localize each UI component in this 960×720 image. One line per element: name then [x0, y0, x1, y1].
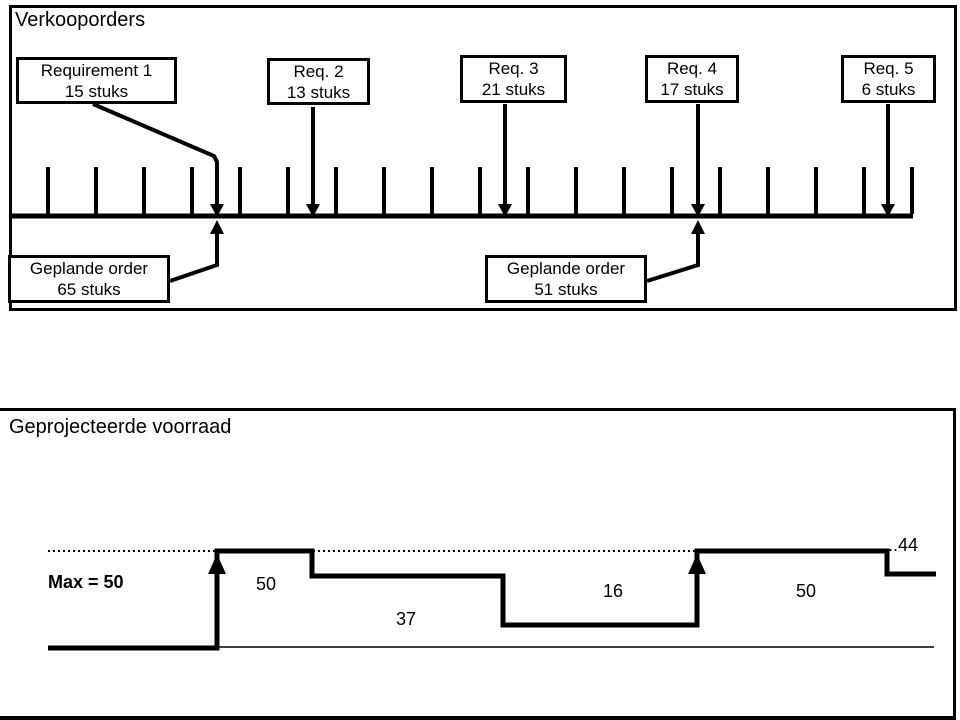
projected-inventory-panel	[0, 408, 956, 720]
planned-order-2-box: Geplande order 51 stuks	[485, 255, 647, 303]
max-level-label: Max = 50	[48, 572, 124, 592]
planned-order-2-name: Geplande order	[506, 259, 626, 278]
level-label-16: 16	[602, 581, 624, 601]
requirement-3-box: Req. 3 21 stuks	[460, 55, 567, 103]
sales-orders-title: Verkooporders	[15, 9, 146, 31]
requirement-2-box: Req. 2 13 stuks	[267, 58, 370, 105]
requirement-3-qty: 21 stuks	[481, 80, 546, 99]
inventory-step-chart	[48, 548, 936, 651]
level-label-50a: 50	[255, 574, 277, 594]
requirement-4-name: Req. 4	[666, 59, 718, 78]
projected-inventory-title: Geprojecteerde voorraad	[9, 416, 232, 438]
requirement-1-box: Requirement 1 15 stuks	[16, 57, 177, 104]
planned-order-1-box: Geplande order 65 stuks	[8, 255, 170, 303]
requirement-1-name: Requirement 1	[40, 60, 153, 80]
planned-order-1-arrow	[169, 232, 219, 283]
requirement-5-qty: 6 stuks	[861, 80, 916, 99]
level-label-50b: 50	[795, 581, 817, 601]
requirement-2-qty: 13 stuks	[286, 82, 351, 102]
planned-order-arrows	[169, 220, 705, 283]
requirement-2-name: Req. 2	[293, 61, 344, 81]
requirement-1-arrow	[92, 102, 219, 206]
planned-order-2-arrow	[646, 232, 700, 283]
timeline	[10, 167, 914, 219]
requirement-1-qty: 15 stuks	[64, 81, 129, 101]
replenishment-arrowhead-1	[208, 554, 226, 574]
level-label-44: ..44	[888, 535, 919, 555]
requirement-5-box: Req. 5 6 stuks	[841, 55, 936, 103]
requirement-4-qty: 17 stuks	[660, 80, 724, 99]
planned-order-2-qty: 51 stuks	[534, 280, 598, 299]
replenishment-arrowhead-2	[688, 554, 706, 574]
planned-order-1-name: Geplande order	[29, 259, 149, 278]
sales-orders-panel	[9, 5, 957, 311]
requirement-4-box: Req. 4 17 stuks	[645, 55, 739, 103]
level-label-37: 37	[395, 609, 417, 629]
requirement-arrows	[92, 102, 895, 217]
requirement-3-name: Req. 3	[488, 59, 539, 78]
requirement-5-name: Req. 5	[863, 59, 914, 78]
planned-order-1-qty: 65 stuks	[57, 280, 121, 299]
timeline-ticks	[46, 167, 914, 214]
